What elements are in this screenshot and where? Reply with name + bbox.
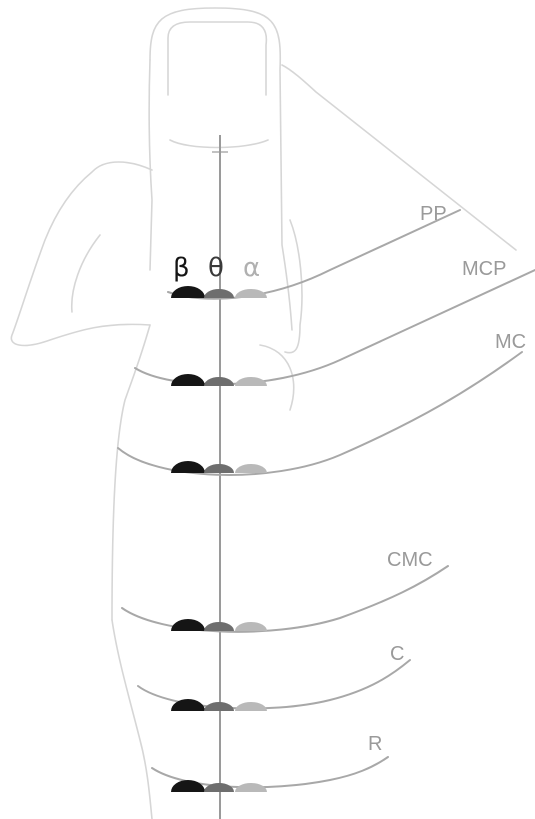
marker-theta-pp (204, 289, 234, 298)
marker-beta-r (171, 780, 205, 792)
marker-theta-mcp (204, 377, 234, 386)
marker-beta-pp (171, 286, 205, 298)
marker-alpha-mcp (235, 377, 267, 386)
marker-beta-mcp (171, 374, 205, 386)
hand-outline (11, 8, 516, 819)
marker-alpha-cmc (235, 622, 267, 631)
legend-alpha: α (243, 253, 260, 283)
marker-alpha-c (235, 702, 267, 711)
marker-theta-c (204, 702, 234, 711)
level-label-mc: MC (495, 331, 526, 353)
marker-theta-cmc (204, 622, 234, 631)
level-label-cmc: CMC (387, 549, 433, 571)
marker-beta-mc (171, 461, 205, 473)
level-label-r: R (368, 733, 382, 755)
marker-beta-cmc (171, 619, 205, 631)
legend-beta: β (173, 253, 190, 283)
marker-alpha-pp (235, 289, 267, 298)
level-label-mcp: MCP (462, 258, 506, 280)
marker-alpha-r (235, 783, 267, 792)
legend-theta: θ (208, 253, 224, 283)
level-label-c: C (390, 643, 404, 665)
level-label-pp: PP (420, 203, 447, 225)
section-line-cmc (122, 566, 448, 632)
section-line-mc (118, 352, 522, 475)
marker-theta-mc (204, 464, 234, 473)
marker-alpha-mc (235, 464, 267, 473)
